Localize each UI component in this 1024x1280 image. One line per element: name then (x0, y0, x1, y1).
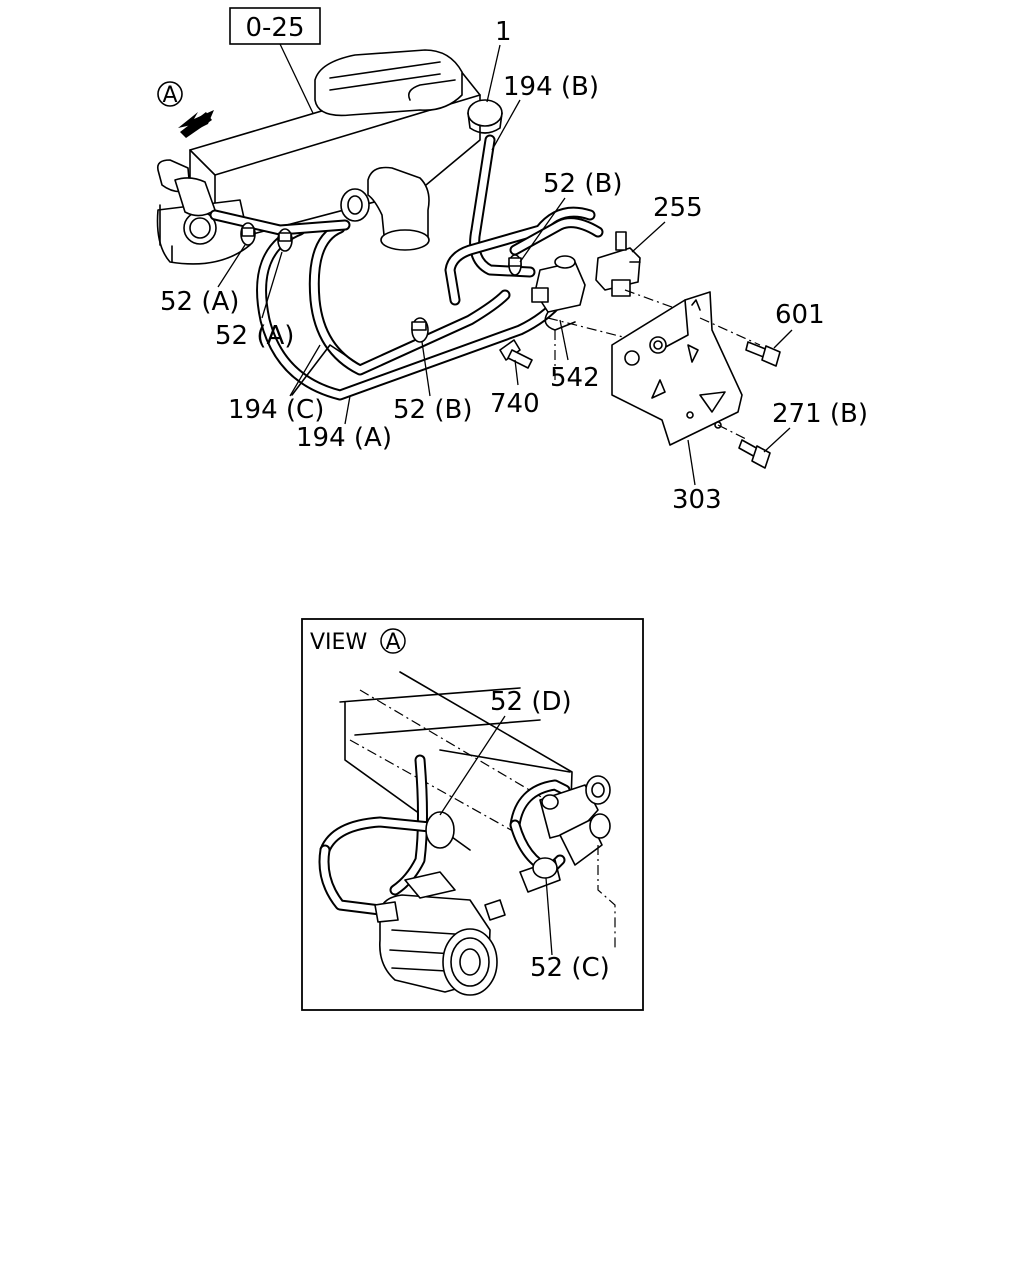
view-a-marker-letter: A (162, 83, 177, 108)
view-a-inset: VIEW A (301, 618, 644, 1011)
clamp-52b-top[interactable] (508, 254, 522, 276)
label-part-52a-first: 52 (A) (160, 287, 239, 317)
clamp-52b-bottom[interactable] (411, 317, 429, 343)
label-part-194b: 194 (B) (503, 72, 599, 102)
label-part-1: 1 (495, 17, 512, 47)
bolt-part-740[interactable] (499, 339, 533, 369)
reference-box-label: 0-25 (245, 13, 304, 43)
label-part-52b-top: 52 (B) (543, 169, 622, 199)
bracket-part-303[interactable] (611, 291, 743, 446)
label-part-271b: 271 (B) (772, 399, 868, 429)
cap-part-1[interactable] (467, 99, 503, 134)
reference-box[interactable]: 0-25 (229, 7, 321, 45)
view-title: VIEW (310, 630, 367, 655)
label-part-601: 601 (775, 300, 825, 330)
clamp-52a-right[interactable] (277, 228, 293, 252)
label-part-542: 542 (550, 363, 600, 393)
bolt-part-271b[interactable] (738, 439, 771, 469)
label-part-52d: 52 (D) (490, 687, 572, 717)
label-part-52a-second: 52 (A) (215, 321, 294, 351)
label-part-740: 740 (490, 389, 540, 419)
label-part-194a: 194 (A) (296, 423, 392, 453)
label-part-255: 255 (653, 193, 703, 223)
hoses (209, 134, 604, 401)
clamp-52c[interactable] (532, 857, 558, 879)
clamp-52d[interactable] (425, 811, 455, 849)
label-part-52b-bottom: 52 (B) (393, 395, 472, 425)
clamp-52a-left[interactable] (240, 222, 256, 246)
elbow-pipe (340, 166, 430, 251)
view-arrow-body (180, 112, 212, 138)
label-part-52c: 52 (C) (530, 953, 610, 983)
solenoid-part-255[interactable] (595, 231, 641, 297)
view-title-marker: A (385, 630, 400, 655)
label-part-303: 303 (672, 485, 722, 515)
bolt-part-601[interactable] (745, 341, 781, 367)
view-a-marker: A (157, 81, 183, 108)
valve-part-542[interactable] (531, 255, 586, 331)
label-part-194c: 194 (C) (228, 395, 324, 425)
